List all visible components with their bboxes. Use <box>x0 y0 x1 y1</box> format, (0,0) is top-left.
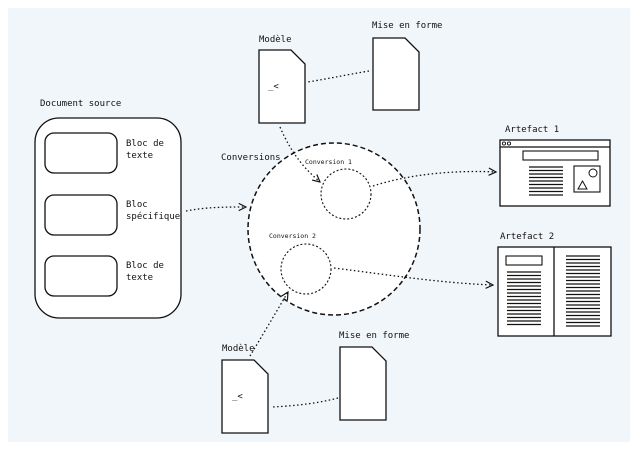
source-block-3-label: Bloc de texte <box>126 261 164 283</box>
conversions-circle <box>247 142 421 316</box>
source-block-1-label: Bloc de texte <box>126 139 164 161</box>
top-model-to-conversion-1-arrow <box>279 126 320 182</box>
source-document-title: Document source <box>40 99 122 109</box>
conversion-1-to-artifact-1-arrow <box>372 172 496 187</box>
top-format-document <box>372 37 420 111</box>
conversion-2-circle <box>280 243 332 295</box>
bottom-format-label: Mise en forme <box>339 331 410 341</box>
artifact-2-right-text-lines <box>566 255 600 327</box>
artifact-1-label: Artefact 1 <box>505 125 560 135</box>
artifact-1-triangle-shape <box>577 179 588 190</box>
conversion-2-label: Conversion 2 <box>269 232 316 240</box>
source-block-2 <box>44 194 118 236</box>
bottom-model-label: Modèle <box>222 344 255 354</box>
bottom-format-to-model-connector <box>271 397 339 408</box>
source-block-2-label: Bloc spécifique <box>126 200 181 222</box>
artifact-1-circle-shape <box>588 168 598 178</box>
bottom-model-document <box>221 359 269 434</box>
top-model-document <box>258 49 306 124</box>
conversion-2-to-artifact-2-arrow <box>333 267 493 285</box>
artifact-2-left-text-lines <box>507 271 541 326</box>
bottom-model-to-conversion-2-arrow <box>249 292 288 357</box>
artifact-1-header-bar <box>522 150 599 161</box>
artifact-1-window-dot <box>506 141 512 146</box>
top-format-label: Mise en forme <box>372 21 443 31</box>
artifact-1-window-dot <box>501 141 507 146</box>
top-model-glyph: _< <box>268 82 279 92</box>
conversions-title: Conversions <box>221 153 281 163</box>
artifact-2-label: Artefact 2 <box>500 232 555 242</box>
conversion-1-label: Conversion 1 <box>305 158 352 166</box>
bottom-format-document <box>339 346 387 421</box>
bottom-model-glyph: _< <box>232 392 243 402</box>
source-block-1 <box>44 132 118 174</box>
conversion-1-circle <box>320 168 372 220</box>
source-to-conversions-arrow <box>185 207 246 212</box>
top-model-label: Modèle <box>259 35 292 45</box>
source-block-3 <box>44 255 118 297</box>
artifact-2-title-box <box>505 255 543 266</box>
artifact-1-text-lines <box>529 166 563 196</box>
